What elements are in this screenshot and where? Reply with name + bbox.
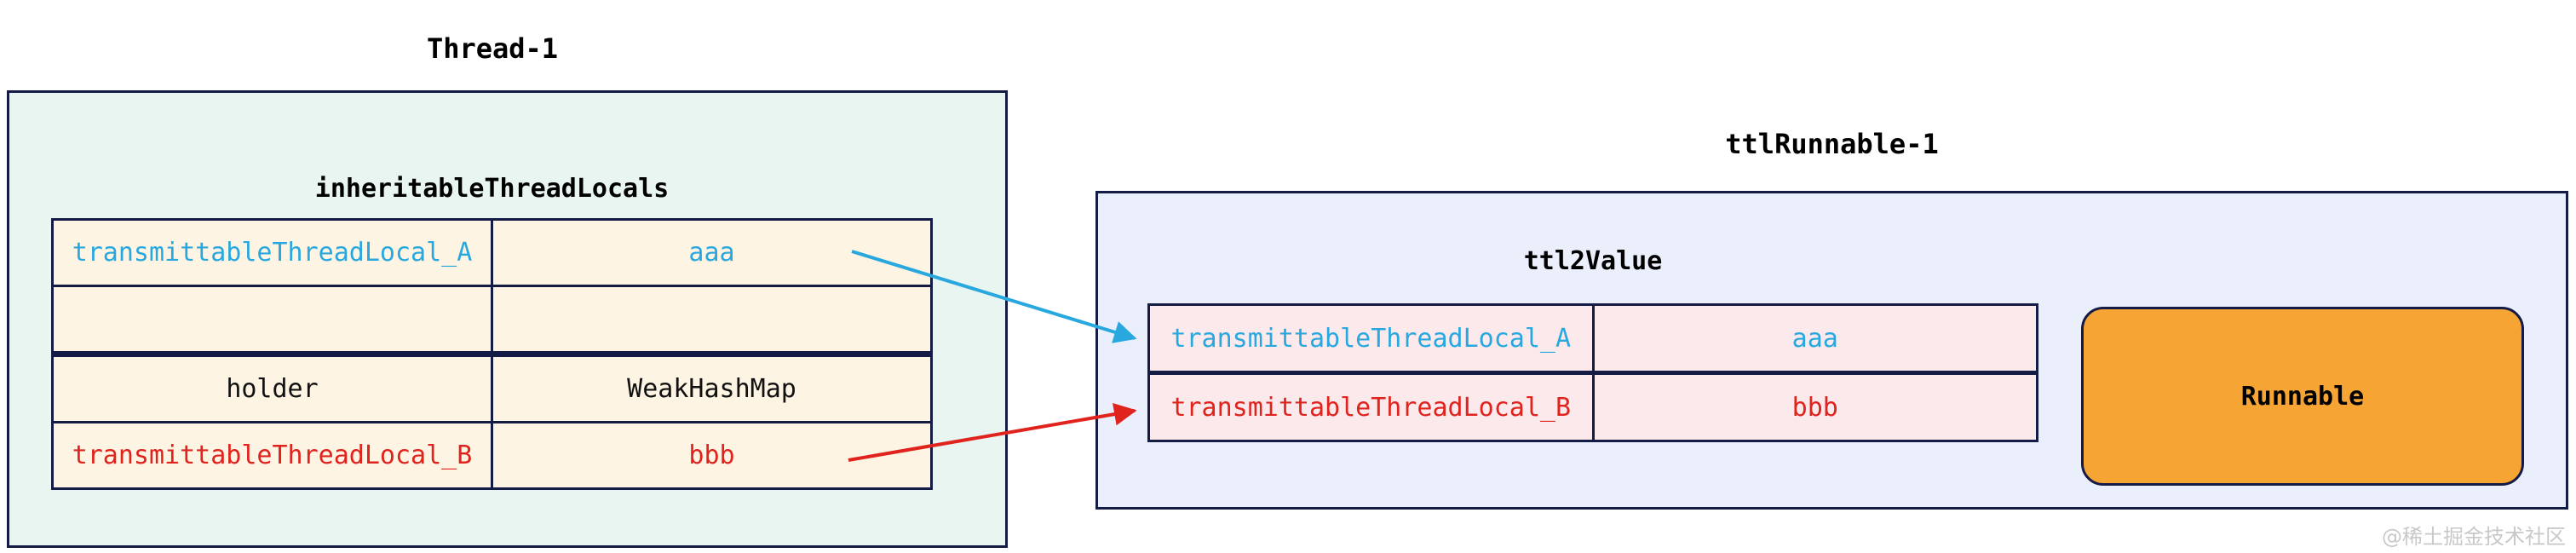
- table-cell-key-a: transmittableThreadLocal_A: [1150, 306, 1592, 371]
- ttl2value-label: ttl2Value: [1523, 246, 1663, 276]
- table-row: holder WeakHashMap: [54, 351, 930, 421]
- ttl2value-table: transmittableThreadLocal_A aaa transmitt…: [1147, 303, 2038, 442]
- table-row: transmittableThreadLocal_B bbb: [1150, 371, 2036, 440]
- table-cell-value-a: aaa: [491, 221, 930, 285]
- table-row-empty: [54, 285, 930, 351]
- table-cell-weakhashmap: WeakHashMap: [491, 357, 930, 421]
- thread1-title: Thread-1: [426, 32, 559, 65]
- inheritable-thread-locals-table: transmittableThreadLocal_A aaa holder We…: [51, 218, 933, 490]
- table-row: transmittableThreadLocal_A aaa: [54, 221, 930, 285]
- table-row: transmittableThreadLocal_A aaa: [1150, 306, 2036, 371]
- inheritable-thread-locals-label: inheritableThreadLocals: [314, 174, 670, 204]
- thread1-box: inheritableThreadLocals transmittableThr…: [7, 90, 1008, 548]
- table-cell-value-b: bbb: [1591, 375, 2036, 440]
- table-cell-empty: [54, 287, 491, 351]
- ttl-runnable-title: ttlRunnable-1: [1725, 128, 1939, 160]
- table-cell-value-b: bbb: [491, 423, 930, 487]
- table-cell-key-a: transmittableThreadLocal_A: [54, 221, 491, 285]
- table-cell-key-b: transmittableThreadLocal_B: [1150, 375, 1592, 440]
- runnable-box: Runnable: [2081, 307, 2524, 486]
- ttl-runnable-box: ttl2Value transmittableThreadLocal_A aaa…: [1095, 191, 2568, 510]
- table-cell-value-a: aaa: [1591, 306, 2036, 371]
- table-cell-key-b: transmittableThreadLocal_B: [54, 423, 491, 487]
- watermark: @稀土掘金技术社区: [2382, 525, 2566, 549]
- table-cell-empty: [491, 287, 930, 351]
- table-row: transmittableThreadLocal_B bbb: [54, 421, 930, 487]
- table-cell-holder: holder: [54, 357, 491, 421]
